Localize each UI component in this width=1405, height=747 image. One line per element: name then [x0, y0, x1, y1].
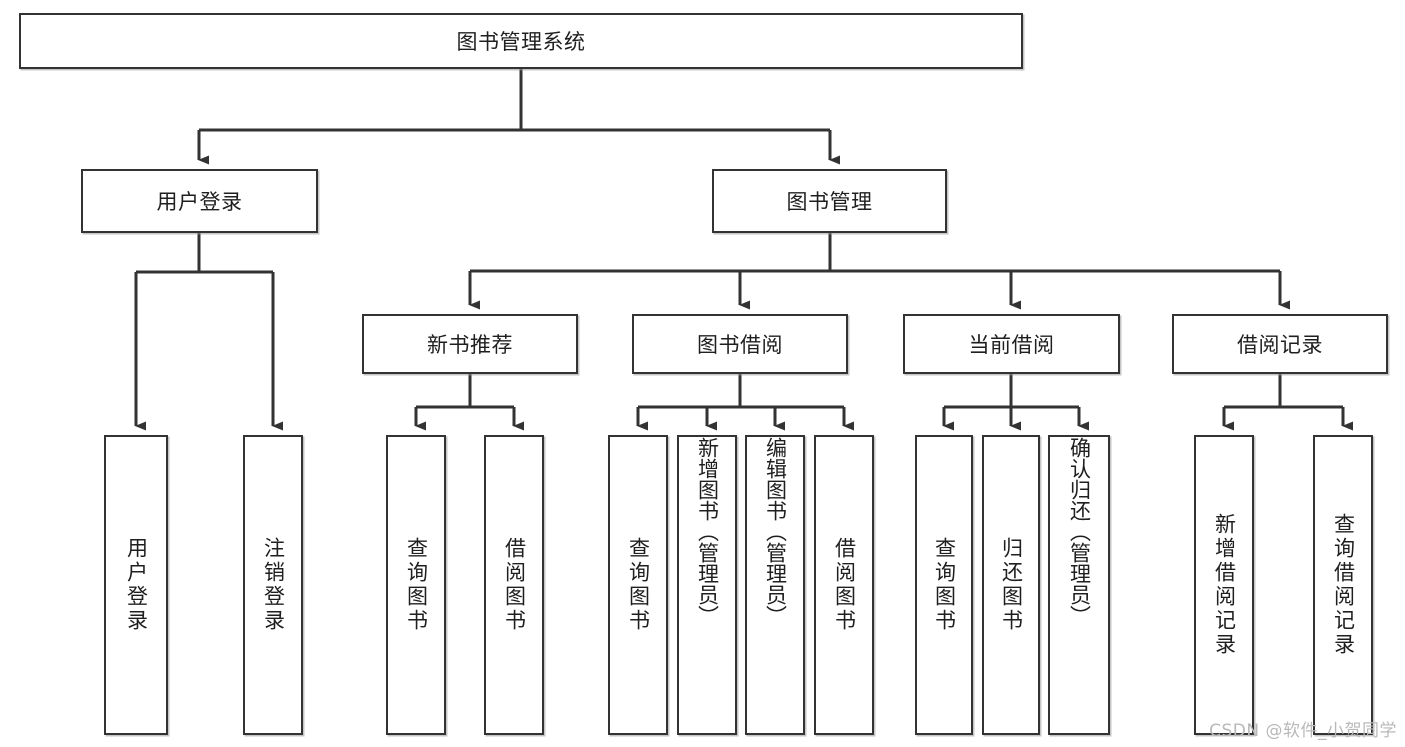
node-leaf-logout[interactable]: 注销登录 — [243, 435, 303, 735]
node-leaf-borrow-book-label: 借阅图书 — [832, 537, 857, 633]
node-root[interactable]: 图书管理系统 — [19, 13, 1023, 69]
node-leaf-confirm-return-label: 确认归还（管理员） — [1067, 437, 1092, 626]
node-book-borrow-label: 图书借阅 — [697, 333, 783, 357]
node-book-borrow[interactable]: 图书借阅 — [632, 314, 848, 374]
connectors-borrow-record — [1222, 374, 1353, 431]
node-book-management-label: 图书管理 — [786, 190, 873, 214]
node-borrow-record-label: 借阅记录 — [1237, 333, 1323, 357]
node-leaf-query-book-borrow[interactable]: 查询图书 — [608, 435, 668, 735]
node-leaf-confirm-return[interactable]: 确认归还（管理员） — [1048, 435, 1110, 735]
node-leaf-query-borrow-record[interactable]: 查询借阅记录 — [1313, 435, 1373, 735]
connectors-book-management — [468, 233, 1290, 310]
node-book-management[interactable]: 图书管理 — [712, 169, 947, 233]
csdn-watermark: CSDN @软件_小贺同学 — [1209, 721, 1397, 741]
node-leaf-query-book-rec[interactable]: 查询图书 — [386, 435, 446, 735]
node-user-login[interactable]: 用户登录 — [81, 169, 318, 233]
node-leaf-borrow-book[interactable]: 借阅图书 — [814, 435, 874, 735]
node-leaf-edit-book[interactable]: 编辑图书（管理员） — [745, 435, 805, 735]
node-leaf-user-login[interactable]: 用户登录 — [104, 435, 168, 735]
node-leaf-add-borrow-record-label: 新增借阅记录 — [1212, 513, 1237, 657]
node-leaf-borrow-book-rec-label: 借阅图书 — [502, 537, 527, 633]
node-current-borrow[interactable]: 当前借阅 — [903, 314, 1120, 374]
node-leaf-user-login-label: 用户登录 — [124, 537, 149, 633]
node-root-label: 图书管理系统 — [456, 30, 586, 54]
node-current-borrow-label: 当前借阅 — [968, 333, 1055, 357]
connectors-book-borrow — [636, 374, 854, 431]
node-leaf-edit-book-label: 编辑图书（管理员） — [763, 437, 788, 626]
connectors-root — [197, 69, 840, 165]
node-leaf-query-book-current-label: 查询图书 — [932, 537, 957, 633]
node-new-book-recommend-label: 新书推荐 — [427, 333, 513, 357]
connectors-current-borrow — [942, 374, 1089, 431]
node-leaf-return-book-label: 归还图书 — [999, 537, 1024, 633]
node-leaf-add-borrow-record[interactable]: 新增借阅记录 — [1194, 435, 1254, 735]
node-leaf-query-book-rec-label: 查询图书 — [404, 537, 429, 633]
node-borrow-record[interactable]: 借阅记录 — [1172, 314, 1388, 374]
node-leaf-query-book-current[interactable]: 查询图书 — [915, 435, 973, 735]
node-leaf-logout-label: 注销登录 — [261, 537, 286, 633]
node-leaf-return-book[interactable]: 归还图书 — [982, 435, 1040, 735]
node-leaf-query-borrow-record-label: 查询借阅记录 — [1331, 513, 1356, 657]
node-leaf-add-book[interactable]: 新增图书（管理员） — [677, 435, 737, 735]
node-leaf-borrow-book-rec[interactable]: 借阅图书 — [484, 435, 544, 735]
connectors-user-login — [134, 233, 283, 431]
connectors-new-book-recommend — [414, 374, 524, 431]
node-leaf-query-book-borrow-label: 查询图书 — [626, 537, 651, 633]
node-user-login-label: 用户登录 — [156, 190, 243, 214]
node-new-book-recommend[interactable]: 新书推荐 — [362, 314, 578, 374]
node-leaf-add-book-label: 新增图书（管理员） — [695, 437, 720, 626]
